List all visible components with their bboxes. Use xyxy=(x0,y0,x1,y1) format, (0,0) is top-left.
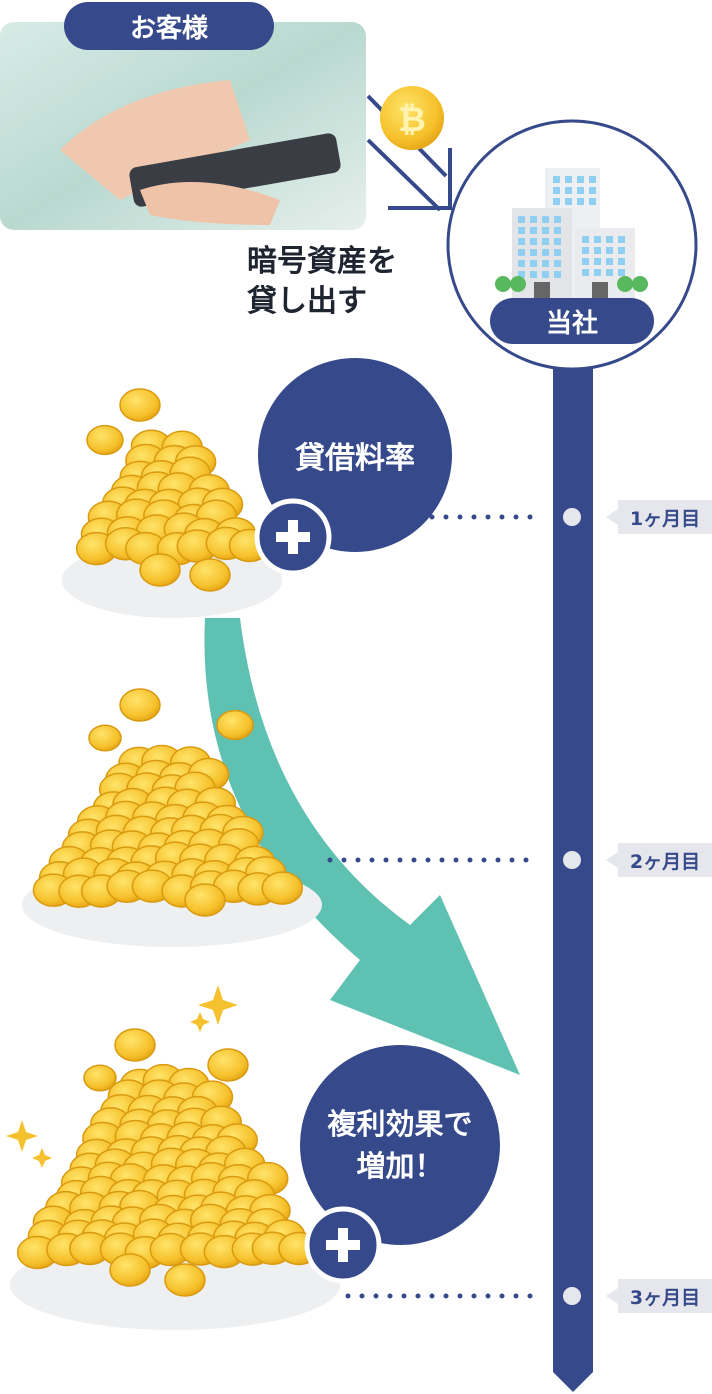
coin xyxy=(164,1263,206,1297)
timeline-dot-3 xyxy=(563,1287,581,1305)
timeline-bar xyxy=(553,360,593,1392)
lend-text-line1: 暗号資産を xyxy=(247,244,397,279)
coin xyxy=(109,1253,151,1287)
coin xyxy=(86,424,124,456)
month-label-1: 1ヶ月目 xyxy=(606,500,712,534)
coin xyxy=(114,1028,156,1062)
svg-text:₿: ₿ xyxy=(398,100,426,140)
compound-bubble xyxy=(300,1045,500,1245)
building-icon xyxy=(495,168,648,298)
coin xyxy=(184,883,226,917)
month-label-3: 3ヶ月目 xyxy=(606,1279,712,1313)
coin xyxy=(139,553,181,587)
compound-line1: 複利効果で xyxy=(327,1107,473,1141)
timeline-dot-1 xyxy=(563,508,581,526)
plus-icon xyxy=(254,498,332,576)
growth-arrow xyxy=(204,618,520,1075)
bitcoin-coin-icon: ₿ xyxy=(380,86,444,150)
lend-text: 暗号資産を 貸し出す xyxy=(247,242,397,322)
coin xyxy=(83,1064,117,1092)
coin xyxy=(119,388,161,422)
timeline-dot-2 xyxy=(563,851,581,869)
month-label-2: 2ヶ月目 xyxy=(606,843,712,877)
lend-text-line2: 貸し出す xyxy=(247,284,367,319)
coin-piles xyxy=(16,388,320,1297)
company-label: 当社 xyxy=(490,298,654,344)
sparkle-icon xyxy=(6,985,238,1168)
coin xyxy=(261,871,304,905)
plus-icon xyxy=(304,1206,382,1284)
customer-photo xyxy=(0,22,366,230)
customer-label: お客様 xyxy=(64,2,274,50)
coin xyxy=(119,688,161,722)
coin xyxy=(216,709,254,741)
coin xyxy=(189,558,231,592)
coin xyxy=(88,724,122,752)
coin xyxy=(207,1048,249,1082)
rate-label: 貸借料率 xyxy=(295,441,415,476)
compound-label: 複利効果で 増加！ xyxy=(300,1100,500,1190)
compound-line2: 増加！ xyxy=(356,1149,444,1183)
